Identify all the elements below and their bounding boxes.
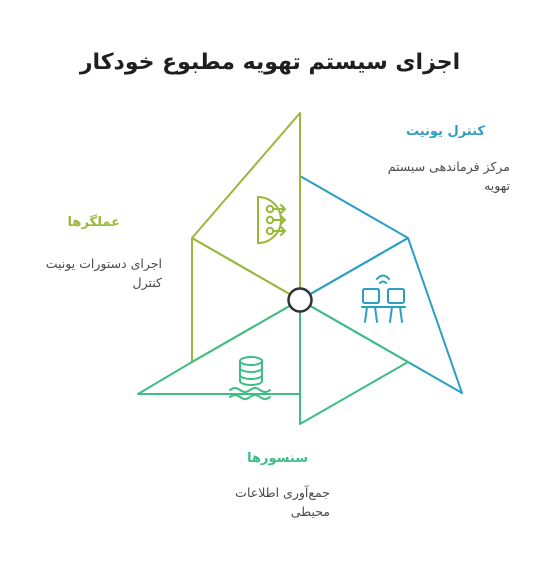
sensor-database-icon <box>229 356 271 400</box>
sensors-segment <box>137 299 409 425</box>
control-unit-heading: کنترل یونیت <box>405 124 485 139</box>
actuators-description: اجرای دستورات یونیت کنترل <box>45 256 162 290</box>
diagram-title: اجزای سیستم تهویه مطبوع خودکار <box>79 50 461 75</box>
actuator-logic-icon <box>257 195 287 245</box>
center-hub <box>287 287 313 313</box>
sensors-description: جمع‌آوری اطلاعات محیطی <box>235 485 330 519</box>
control-unit-segment <box>299 175 463 394</box>
control-unit-description: مرکز فرماندهی سیستم تهویه <box>387 159 510 193</box>
control-panel-icon <box>361 274 406 323</box>
actuators-segment <box>191 112 301 363</box>
actuators-heading: عملگرها <box>67 215 120 230</box>
sensors-heading: سنسورها <box>247 451 308 466</box>
